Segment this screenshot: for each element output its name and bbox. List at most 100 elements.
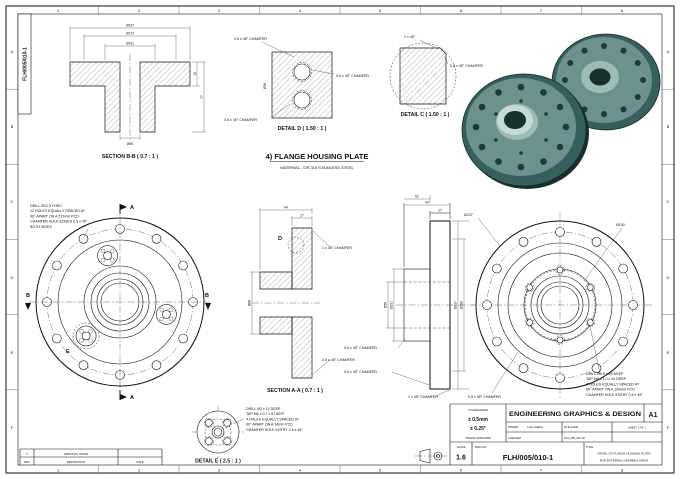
doc-number-vertical: FLH/005/010-1 xyxy=(23,47,29,81)
grid-letter: C xyxy=(11,199,14,204)
grid-number: 2 xyxy=(138,468,141,473)
note-line: 60° APART ON A 100mm PCD xyxy=(586,388,635,392)
drawn-label: DRAWN xyxy=(508,425,518,429)
dim-label: Ø36 xyxy=(263,83,267,89)
grid-letter: C xyxy=(667,199,670,204)
view-caption: SECTION B-B ( 0.7 : 1 ) xyxy=(102,154,158,160)
grid-letter: D xyxy=(667,275,670,280)
dwg-no-value: FLH/005/010-1 xyxy=(503,453,553,462)
drill-note: DRILL Ø12.5 THRU 12 HOLES EQUALLY SPACED… xyxy=(30,204,89,239)
grid-number: 5 xyxy=(379,8,382,13)
grid-number: 4 xyxy=(299,8,302,13)
rev-header: DESCRIPTION xyxy=(67,460,85,464)
sheet-frame xyxy=(5,5,675,474)
dim-label: Ø237 xyxy=(454,301,458,309)
grid-letter: B xyxy=(11,124,14,129)
scale-label: SCALE xyxy=(457,445,466,449)
grid-letter: F xyxy=(667,425,670,430)
note-line: 6 HOLES EQUALLY SPACED AT xyxy=(586,382,640,386)
tolerance-mm: ± 0.5mm xyxy=(468,417,489,423)
third-angle-projection-symbol xyxy=(415,448,447,464)
grid-number: 4 xyxy=(299,468,302,473)
view-caption: DETAIL D ( 1.50 : 1 ) xyxy=(278,126,327,132)
detail-e-label: E xyxy=(66,349,70,355)
grid-number: 8 xyxy=(621,8,624,13)
grid-number: 6 xyxy=(460,468,463,473)
grid-letter: B xyxy=(667,124,670,129)
chamfer-callout: 0.5 x 45° CHAMFER xyxy=(450,64,483,68)
tolerance-deg: ± 0.25° xyxy=(470,426,486,432)
note-line: 90° APART ON A 34mm PCD xyxy=(246,423,293,427)
chamfer-callout: 0.5 x 45° CHAMFER xyxy=(344,346,377,350)
view-detail-c: 1 x 45° 0.5 x 45° CHAMFER DETAIL C ( 1.5… xyxy=(389,35,483,118)
render-bore xyxy=(589,68,611,86)
chamfer-callout: 0.5 x 45° CHAMFER xyxy=(344,370,377,374)
grid-number: 5 xyxy=(379,468,382,473)
dim-label: 77 xyxy=(200,95,204,99)
note-line: BOTH SIDES xyxy=(30,225,52,229)
checked-label: CHECKED xyxy=(508,436,521,440)
chamfer-callout: 0.5 x 45° CHAMFER xyxy=(468,395,501,399)
drill-note: DRILL Ø5.5 x 25 DEEP TAP M6 x 1.0 x 20 D… xyxy=(586,372,643,397)
part-heading: 4) FLANGE HOUSING PLATE MATERIAL - GR 31… xyxy=(266,152,369,170)
tapped-holes xyxy=(203,417,233,447)
grid-letter: E xyxy=(11,350,14,355)
filename-label: FILE NAME xyxy=(564,425,578,429)
dim-label: 15 xyxy=(193,72,197,76)
note-line: CHAMFER HOLE ENTRY 0.5 x 45° xyxy=(246,428,303,432)
grid-number: 8 xyxy=(621,468,624,473)
view-section-aa: 17 44 Ø86 1 x 45° CHAMFER 0.5 x 45° CHAM… xyxy=(248,206,356,395)
chamfer-callout: 1 x 45° CHAMFER xyxy=(322,246,352,250)
dim-label: Ø237 xyxy=(464,213,473,217)
corner-callout: 1 x 45° xyxy=(404,35,416,39)
grid-number: 3 xyxy=(218,468,221,473)
detail-d-boundary xyxy=(287,236,305,254)
grid-number: 1 xyxy=(57,8,60,13)
section-label: B xyxy=(205,293,209,299)
chamfer-callout: 0.5 x 45° CHAMFER xyxy=(322,358,355,362)
dim-label: 62 xyxy=(415,195,419,199)
view-front-right: Ø237 Ø100 0.5 x 45° CHAMFER DRILL Ø5.5 x… xyxy=(464,212,652,399)
rev-header: REV xyxy=(24,460,30,464)
view-section-bb: Ø237 Ø172 Ø101 Ø55 15 77 SECTION B-B ( 0… xyxy=(69,24,206,160)
revision-table: 1 ORIGINAL ISSUE REV DESCRIPTION DATE xyxy=(19,448,163,465)
doc-number-sidebox: FLH/005/010-1 xyxy=(17,13,32,115)
section-label: A xyxy=(130,395,134,401)
drawing-title-line: DETAIL OF FLANGE HOUSING PLATE xyxy=(598,452,651,456)
detail-e-boundary xyxy=(72,322,100,350)
title-block: ENGINEERING GRAPHICS & DESIGN A1 TOLERAN… xyxy=(449,403,662,465)
note-line: CHAMFER HOLE ENTRY 0.5 x 45° xyxy=(586,393,643,397)
note-line: DRILL Ø5.5 x 25 DEEP xyxy=(586,372,624,376)
dim-label: Ø101 xyxy=(126,42,134,46)
note-line: DRILL Ø12.5 THRU xyxy=(30,204,62,208)
rev-description: ORIGINAL ISSUE xyxy=(64,452,88,456)
note-line: TAP M4 x 0.7 x 8 DEEP xyxy=(246,412,285,416)
dim-label: 17 xyxy=(300,214,304,218)
dim-label: Ø55 xyxy=(384,302,388,308)
view-front-left: E A A B B DRILL Ø12.5 THRU 12 HOLES EQUA… xyxy=(25,204,212,401)
note-line: 30° APART ON A 212mm PCD xyxy=(30,214,79,218)
section-label: A xyxy=(130,205,134,211)
grid-letter: E xyxy=(667,350,670,355)
filename-value: FLH_005_010.dft xyxy=(564,436,585,440)
view-caption: DETAIL C ( 1.50 : 1 ) xyxy=(401,112,450,118)
rev-header: DATE xyxy=(137,460,144,464)
note-line: CHAMFER HOLE EDGES 0.5 x 45° xyxy=(30,220,88,224)
part-title: 4) FLANGE HOUSING PLATE xyxy=(266,152,369,161)
dim-label: 44 xyxy=(284,206,288,210)
dim-label: Ø100 xyxy=(616,223,625,227)
chamfer-callout: 1 x 45° CHAMFER xyxy=(408,395,438,399)
detail-d-label: D xyxy=(278,236,282,242)
render-bolt-holes xyxy=(472,83,570,171)
dim-label: Ø172 xyxy=(126,32,134,36)
dim-label: Ø86 xyxy=(248,300,252,306)
sub-hole-cluster xyxy=(156,304,177,325)
scale-value: 1.6 xyxy=(456,455,466,462)
grid-letter: A xyxy=(667,49,670,54)
dim-label: Ø55 xyxy=(127,142,133,146)
view-detail-d: 0.5 x 45° CHAMFER 0.5 x 45° CHAMFER 0.5 … xyxy=(224,37,369,132)
render-bore xyxy=(504,111,526,129)
grid-number: 7 xyxy=(540,468,543,473)
bolt-holes xyxy=(482,227,638,383)
